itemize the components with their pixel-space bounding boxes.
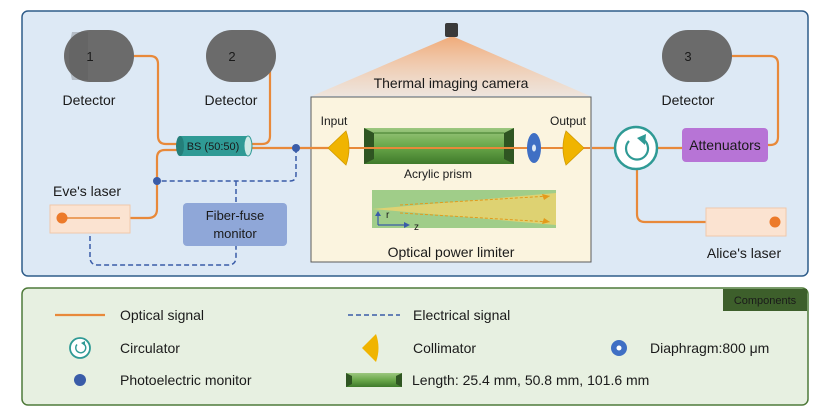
optical-fibers	[62, 54, 780, 224]
alice-laser-source	[769, 216, 781, 228]
alice-label: Alice's laser	[707, 245, 782, 261]
legend-diaphragm-hole	[616, 345, 622, 351]
svg-text:1: 1	[86, 49, 93, 64]
legend-badge-label: Components	[734, 295, 797, 307]
legend-monitor-dot	[74, 374, 86, 386]
detector-2: 2	[206, 30, 276, 82]
legend-diaphragm-label: Diaphragm:800 μm	[650, 340, 769, 356]
photoelectric-monitor-dot	[153, 177, 161, 185]
eve-label: Eve's laser	[53, 183, 121, 199]
thermal-camera-icon	[445, 23, 458, 37]
svg-text:r: r	[386, 210, 390, 221]
input-collimator	[327, 130, 350, 166]
legend-circulator-label: Circulator	[120, 340, 180, 356]
svg-text:z: z	[414, 222, 419, 233]
legend-circulator-icon	[69, 337, 91, 359]
legend-electrical-label: Electrical signal	[413, 307, 510, 323]
legend-badge	[723, 289, 807, 311]
prism-label: Acrylic prism	[404, 167, 472, 181]
legend-collimator-label: Collimator	[413, 340, 476, 356]
camera-view-cone	[312, 36, 590, 96]
detector-1-label: Detector	[63, 92, 116, 108]
fiber-fuse-monitor	[183, 203, 287, 246]
legend-optical-label: Optical signal	[120, 307, 204, 323]
detector-2-label: Detector	[205, 92, 258, 108]
detector-3: 3	[662, 30, 732, 82]
legend-panel	[21, 287, 809, 406]
electrical-lines	[89, 148, 297, 266]
output-label: Output	[550, 114, 587, 128]
attenuators-box	[682, 128, 768, 162]
eve-laser-source	[56, 212, 68, 224]
camera-label: Thermal imaging camera	[374, 75, 529, 91]
limiter-label: Optical power limiter	[388, 244, 515, 260]
power-limiter-box	[310, 96, 592, 263]
attenuators-label: Attenuators	[689, 137, 761, 153]
svg-text:2: 2	[228, 49, 235, 64]
thermal-beam-image: r z	[346, 190, 556, 233]
legend-length-label: Length: 25.4 mm, 50.8 mm, 101.6 mm	[412, 372, 649, 388]
svg-text:3: 3	[684, 49, 691, 64]
svg-text:BS (50:50): BS (50:50)	[187, 141, 240, 153]
legend-collimator-icon	[362, 334, 379, 362]
diaphragm-aperture	[532, 144, 536, 152]
fiber-monitor-label-2: monitor	[213, 226, 257, 241]
input-label: Input	[321, 114, 348, 128]
output-collimator	[562, 130, 585, 166]
detector-1: 1	[64, 30, 134, 82]
beam-splitter: BS (50:50)	[176, 135, 253, 157]
photoelectric-monitor-dot	[292, 144, 300, 152]
legend-monitor-label: Photoelectric monitor	[120, 372, 252, 388]
acrylic-prism	[364, 128, 514, 164]
circulator	[613, 125, 659, 171]
detector-3-label: Detector	[662, 92, 715, 108]
legend-prism-icon	[346, 373, 402, 387]
fiber-monitor-label-1: Fiber-fuse	[206, 208, 265, 223]
